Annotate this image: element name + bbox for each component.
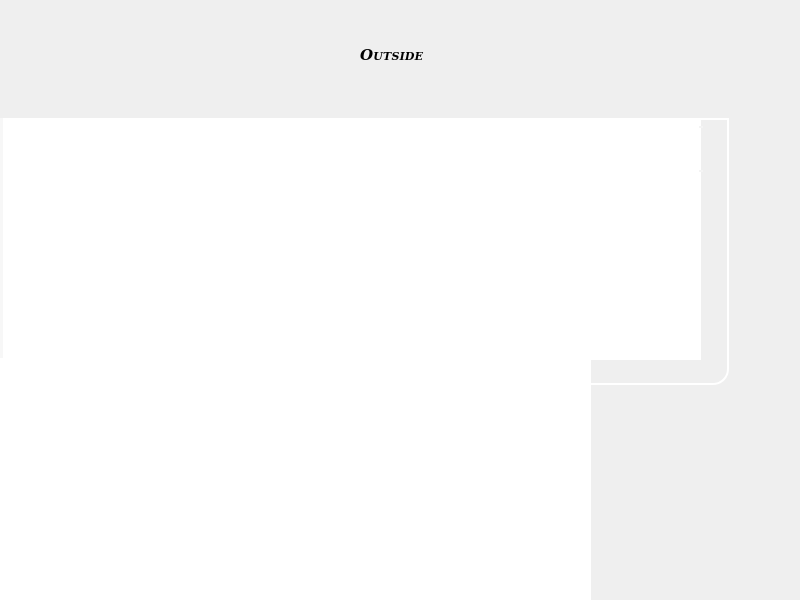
outside-label: Outside <box>360 46 424 64</box>
panel-left-edge <box>0 118 3 360</box>
edge-marker-middle <box>699 170 703 172</box>
inner-panel-bottom <box>0 358 591 600</box>
inner-panel-top <box>3 118 701 360</box>
edge-marker-top <box>699 126 703 128</box>
